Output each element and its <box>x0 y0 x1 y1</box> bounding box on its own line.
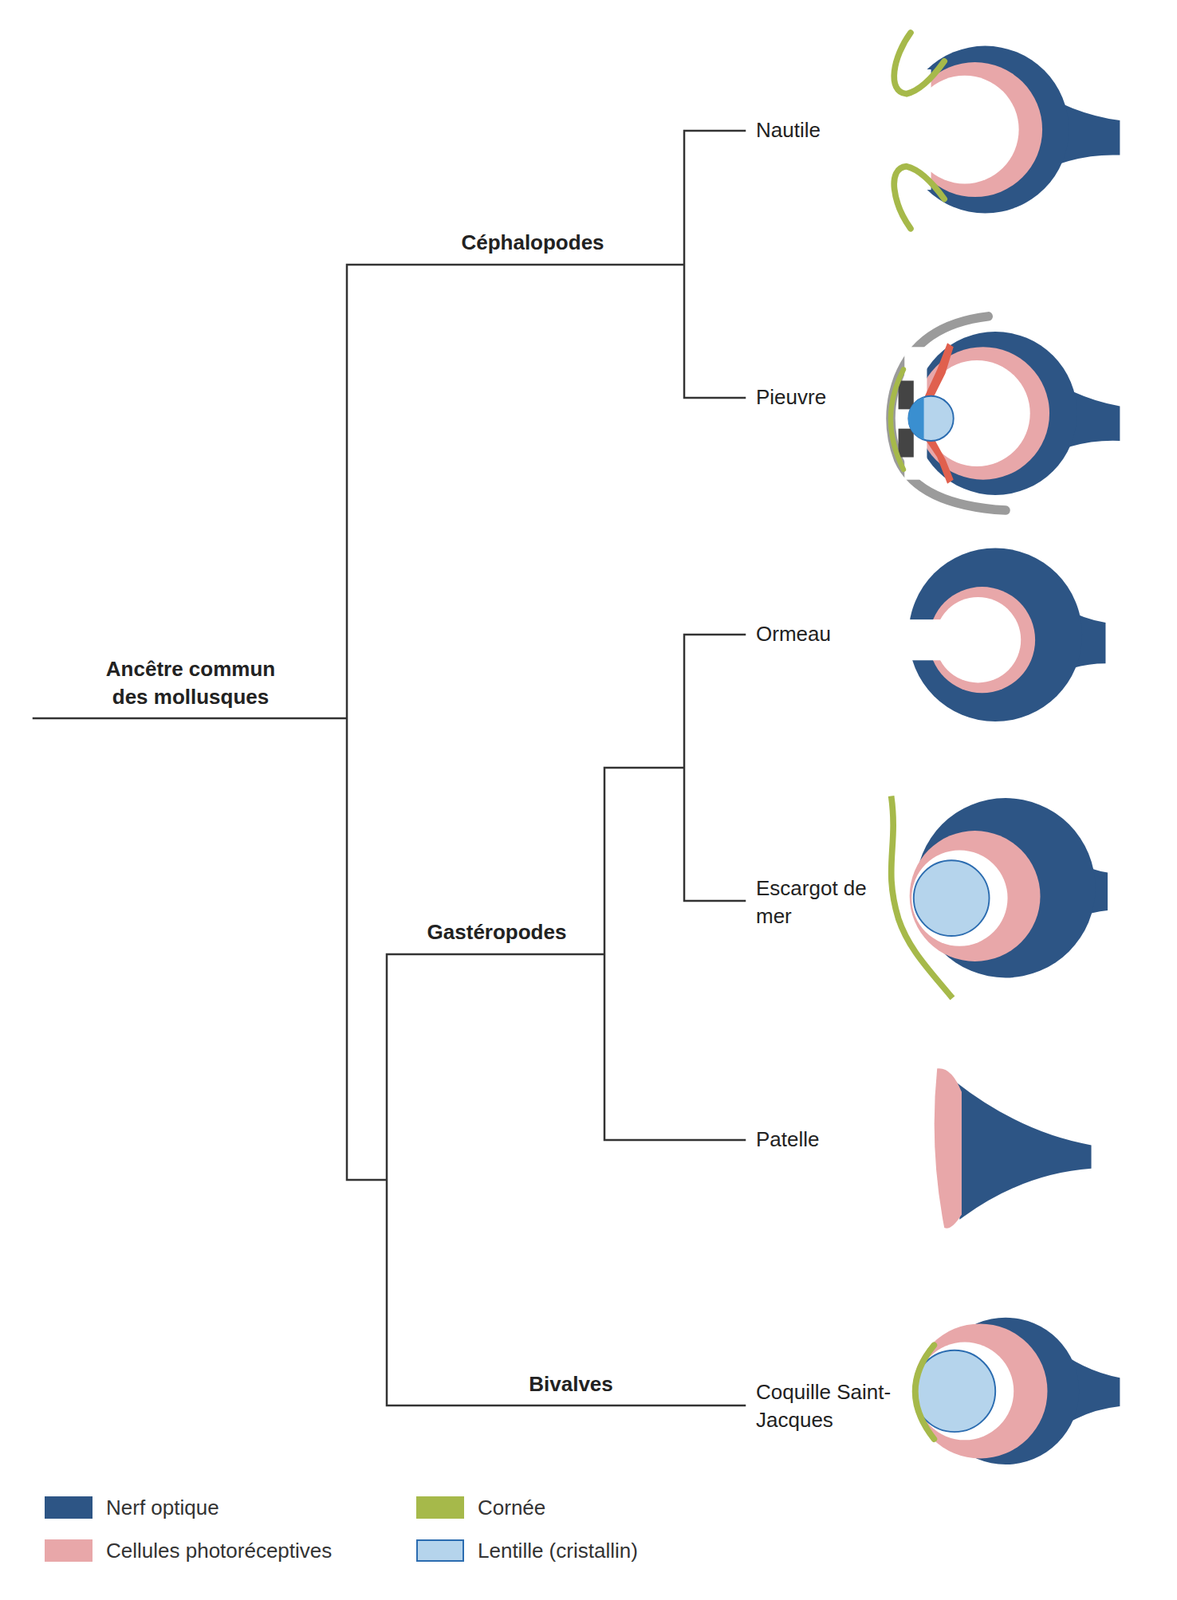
octopus-eye-part <box>898 429 914 458</box>
taxon-name: Escargot de mer <box>755 874 876 931</box>
clade-name: Bivalves <box>528 1370 614 1399</box>
tree-branches <box>33 130 745 1406</box>
legend-item: Cellules photoréceptives <box>44 1539 332 1564</box>
taxon-name: Ormeau <box>755 620 831 649</box>
nautilus-eye-part <box>893 166 945 229</box>
taxon-name: Pieuvre <box>755 383 827 412</box>
sea-snail-eye-part <box>911 850 1008 946</box>
legend-item: Nerf optique <box>44 1495 220 1521</box>
octopus-eye-part <box>898 381 914 410</box>
clade-name: Gastéropodes <box>427 918 567 947</box>
abalone-eye-part <box>935 597 1022 684</box>
legend-text: Cornée <box>477 1495 546 1521</box>
illustration-part <box>877 32 1120 1465</box>
legend-swatch <box>44 1496 93 1520</box>
legend-item: Cornée <box>416 1495 546 1521</box>
limpet-eye-part <box>934 1068 962 1229</box>
sea-snail-eye <box>891 796 1108 999</box>
octopus-eye <box>890 316 1120 511</box>
limpet-eye <box>934 1068 1092 1229</box>
tree-branches-part <box>33 130 745 1406</box>
legend-text: Nerf optique <box>106 1495 220 1521</box>
sea-snail-eye-part <box>909 830 1041 962</box>
abalone-eye-part <box>906 619 946 661</box>
clade-name: Céphalopodes <box>460 228 604 257</box>
octopus-eye-part <box>904 346 927 480</box>
abalone-eye <box>906 547 1107 722</box>
limpet-eye-part <box>955 1082 1091 1221</box>
taxon-name: Coquille Saint-Jacques <box>755 1378 924 1435</box>
scallop-eye-part <box>915 1345 935 1440</box>
nautilus-eye <box>877 32 1120 229</box>
legend-swatch <box>44 1539 93 1563</box>
legend-text: Cellules photoréceptives <box>106 1539 332 1564</box>
legend-swatch <box>416 1539 465 1563</box>
taxon-name: Nautile <box>755 116 821 145</box>
legend-text: Lentille (cristallin) <box>477 1539 638 1564</box>
scallop-eye <box>912 1318 1120 1465</box>
legend-item: Lentille (cristallin) <box>416 1539 638 1564</box>
sea-snail-eye-part <box>913 860 990 937</box>
sea-snail-eye-part <box>891 796 953 999</box>
taxon-name: Patelle <box>755 1125 820 1154</box>
scallop-eye-part <box>912 1323 1048 1459</box>
octopus-eye-part <box>925 342 954 398</box>
octopus-eye-part <box>908 397 925 441</box>
root-label: Ancêtre commun des mollusques <box>97 655 285 712</box>
octopus-eye-part <box>925 436 954 485</box>
nautilus-eye-part <box>893 32 945 95</box>
octopus-eye-part <box>890 369 904 469</box>
octopus-eye-part <box>908 396 953 441</box>
legend-swatch <box>416 1496 465 1520</box>
